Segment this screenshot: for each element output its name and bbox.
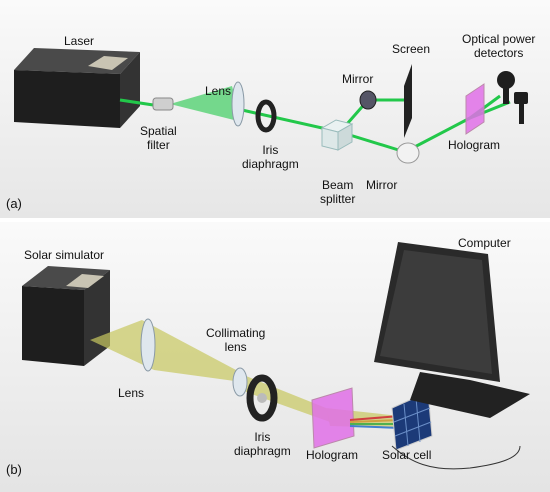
panel-b-solar-test-setup: Solar simulator Lens Collimating lens Ir… [0,222,550,492]
label-beam-splitter: Beam splitter [320,178,356,206]
label-collimating-lens: Collimating lens [206,326,266,354]
label-spatial-filter: Spatial filter [140,124,177,152]
label-solar-cell: Solar cell [382,448,432,462]
lens [231,81,245,127]
label-optical-power-detectors: Optical power detectors [462,32,536,60]
label-computer: Computer [458,236,511,250]
label-solar-simulator: Solar simulator [24,248,105,262]
label-hologram: Hologram [306,448,359,462]
optical-power-detectors [497,71,528,124]
collimating-lens [232,367,248,397]
panel-b-tag: (b) [6,462,22,477]
iris-diaphragm [255,99,277,133]
dispersed-spectrum [349,415,401,429]
iris-diaphragm [246,374,278,422]
beam-splitter [320,119,354,151]
label-lens: Lens [205,84,232,98]
panel-a-illustration [14,48,528,164]
panel-a-tag: (a) [6,196,22,211]
mirror-bottom [396,142,420,164]
label-iris-diaphragm: Iris diaphragm [234,430,291,458]
mirror-top [359,90,377,110]
spatial-filter [152,97,174,111]
hologram-plate [465,83,485,135]
computer [374,242,530,470]
label-mirror-bottom: Mirror [366,178,398,192]
label-lens: Lens [118,386,145,400]
laser-device [14,48,140,128]
panel-b-illustration [22,242,530,470]
label-hologram: Hologram [448,138,501,152]
panel-a-holographic-recording-setup: Laser Lens Spatial filter Iris diaphragm… [0,0,550,218]
label-iris-diaphragm: Iris diaphragm [242,143,299,171]
solar-simulator-device [22,266,110,366]
hologram-plate [311,387,355,449]
label-laser: Laser [64,34,95,48]
screen [404,64,412,138]
lens [140,318,156,372]
label-screen: Screen [392,42,431,56]
label-mirror-top: Mirror [342,72,374,86]
